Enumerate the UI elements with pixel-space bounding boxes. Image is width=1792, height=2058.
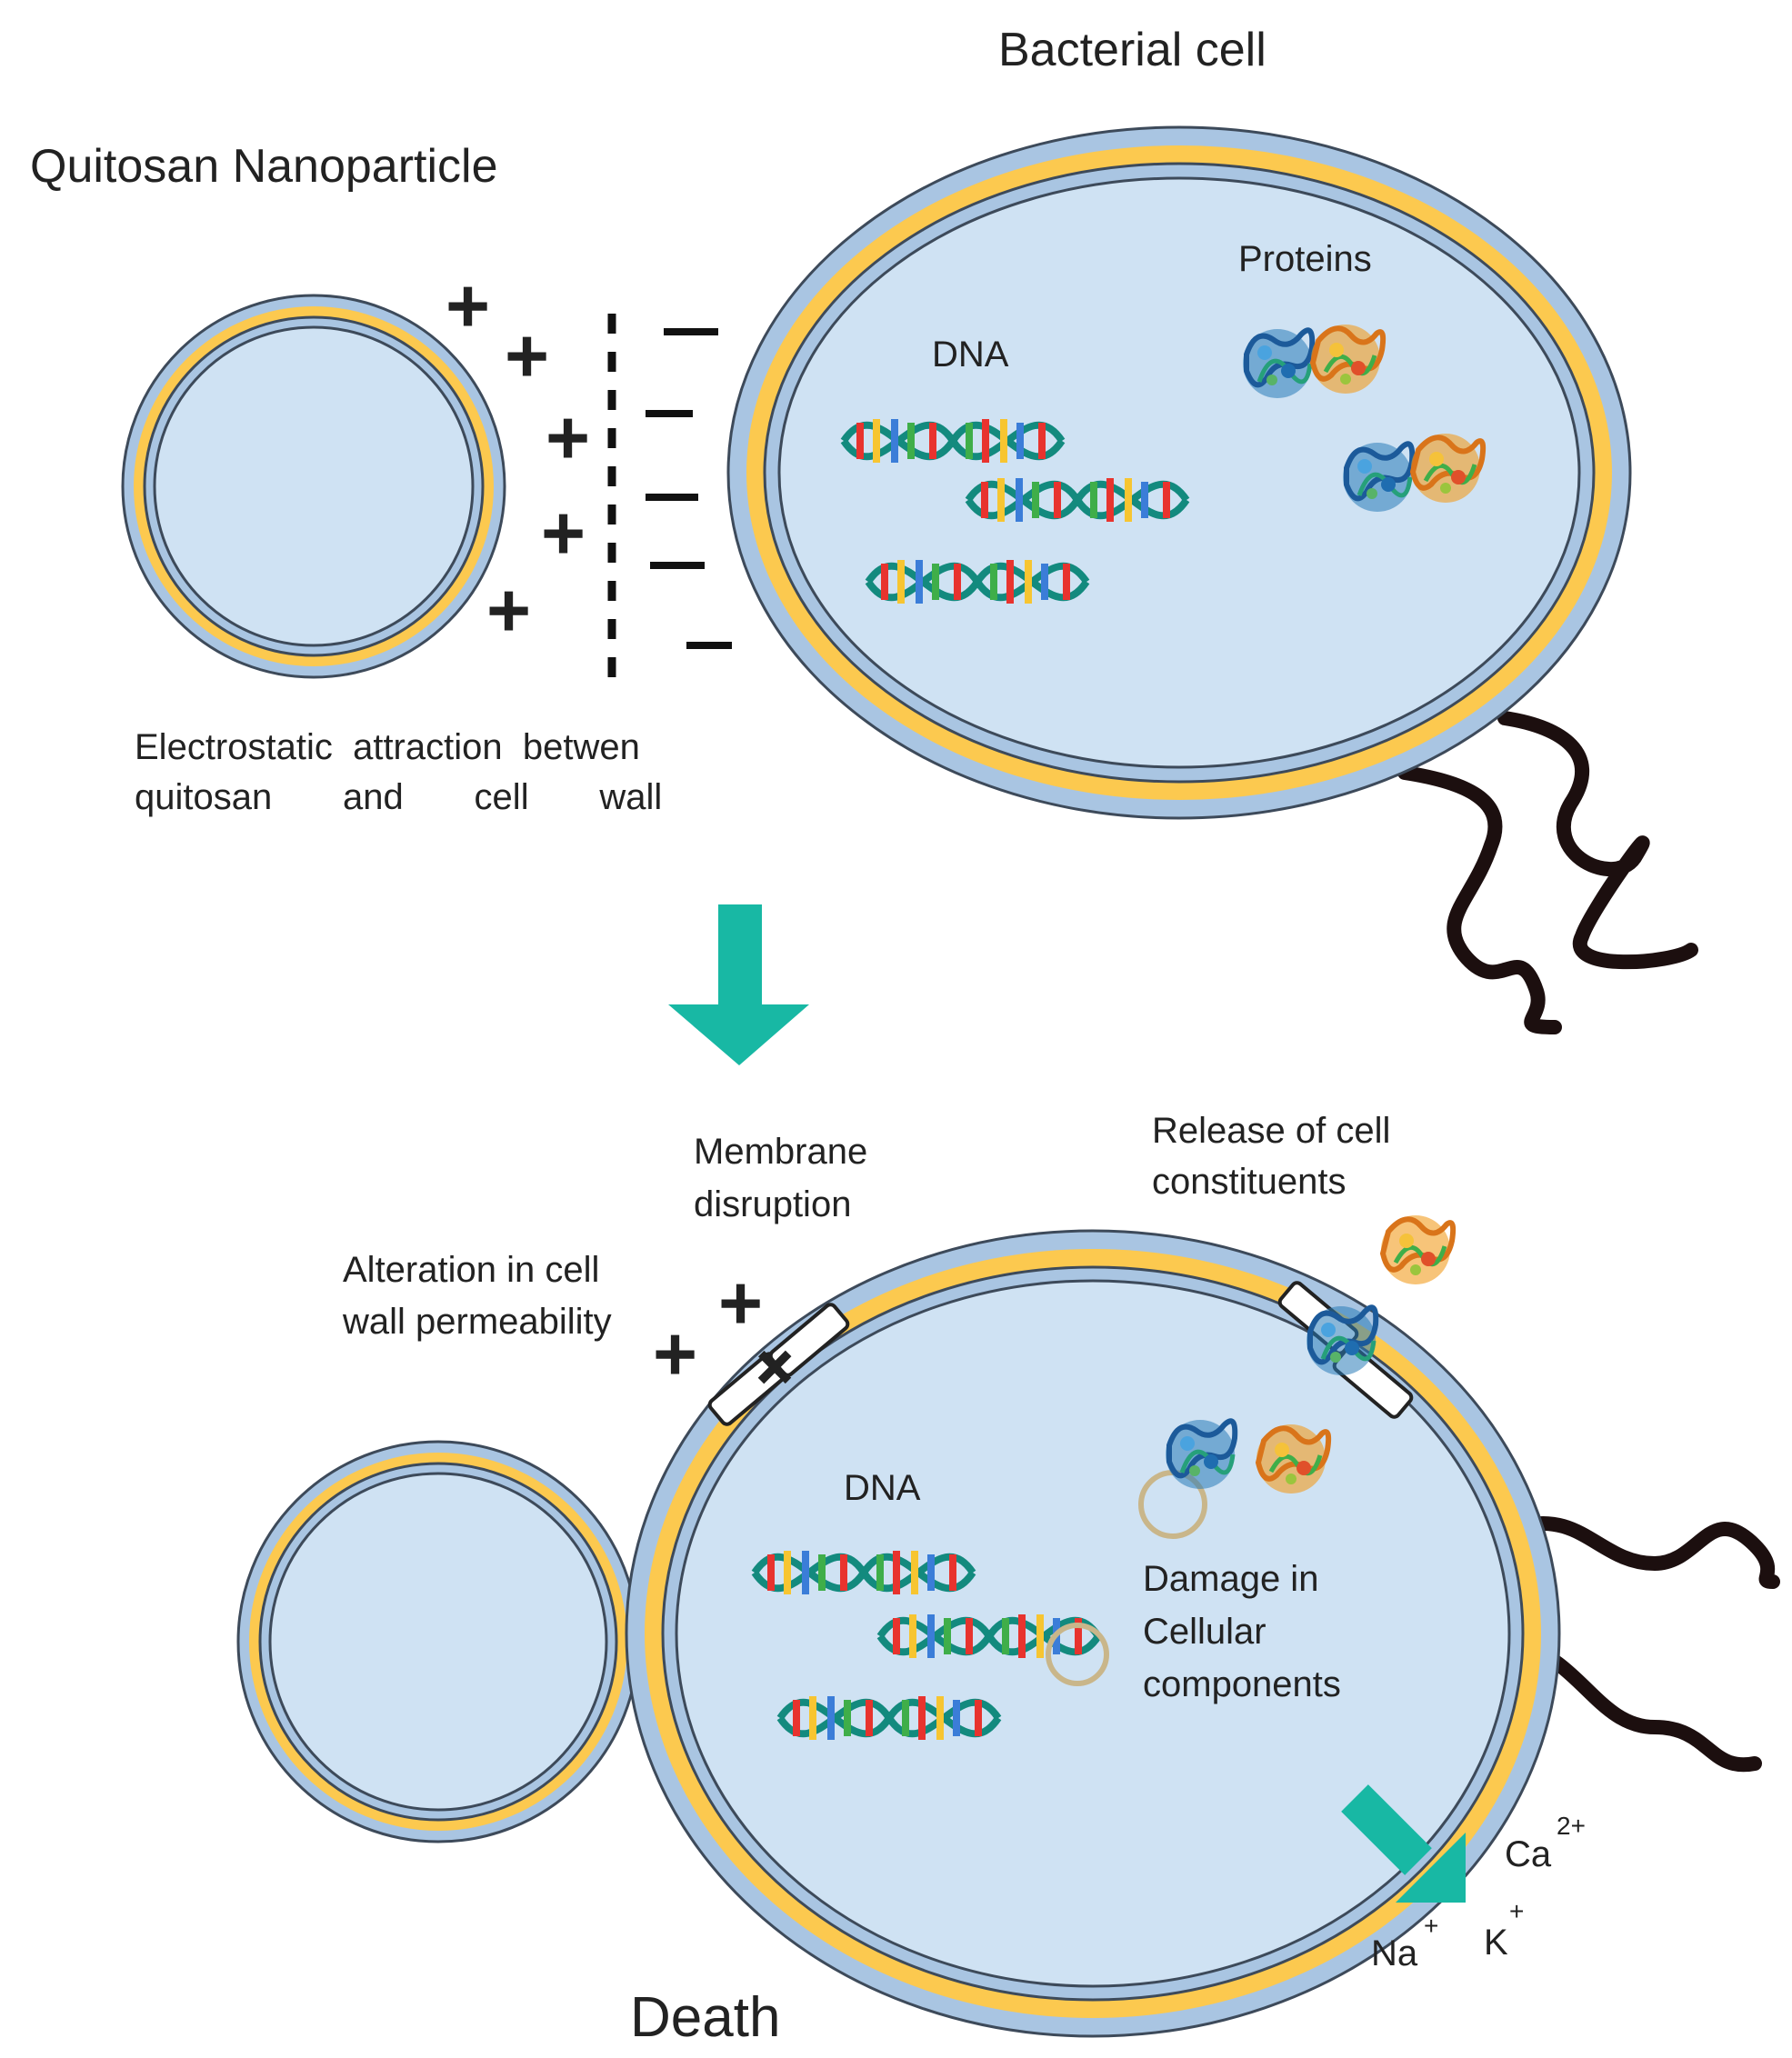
nanoparticle-top xyxy=(121,294,506,679)
positive-charges-bottom: + + + xyxy=(653,1260,821,1413)
potassium-charge: + xyxy=(1509,1897,1524,1925)
nanoparticle-title: Quitosan Nanoparticle xyxy=(30,140,498,193)
flagellum xyxy=(1497,711,1698,970)
positive-charge: + xyxy=(541,490,586,575)
membrane-disruption-line2: disruption xyxy=(694,1184,851,1224)
positive-charges-top: + + + + + xyxy=(445,263,590,653)
ions: Ca 2+ Na + K + xyxy=(1371,1812,1586,1973)
down-arrow xyxy=(668,904,809,1065)
sodium-ion: Na xyxy=(1371,1933,1418,1973)
protein-blue xyxy=(1343,443,1412,512)
positive-charge: + xyxy=(445,263,490,348)
release-line1: Release of cell xyxy=(1152,1111,1390,1151)
death-label: Death xyxy=(630,1986,780,2049)
dna-label-top: DNA xyxy=(932,335,1009,375)
alteration-line2: wall permeability xyxy=(342,1302,612,1342)
protein-orange xyxy=(1381,1215,1453,1284)
positive-charge: + xyxy=(718,1260,763,1345)
protein-blue xyxy=(1166,1420,1235,1489)
damage-line1: Damage in xyxy=(1143,1559,1318,1599)
positive-charge: + xyxy=(505,313,549,398)
flagellum xyxy=(1397,765,1562,1034)
positive-charge: + xyxy=(546,395,590,480)
flagellum xyxy=(1516,1638,1762,1773)
calcium-ion: Ca xyxy=(1505,1834,1552,1874)
membrane-pore xyxy=(768,1303,850,1377)
dna-label-bottom: DNA xyxy=(844,1468,921,1508)
positive-charge: + xyxy=(486,567,531,653)
alteration-line1: Alteration in cell xyxy=(343,1250,599,1290)
calcium-charge: 2+ xyxy=(1557,1812,1586,1840)
sodium-charge: + xyxy=(1424,1912,1438,1940)
damage-line2: Cellular xyxy=(1143,1612,1266,1652)
proteins-label: Proteins xyxy=(1238,239,1372,279)
release-line2: constituents xyxy=(1152,1162,1346,1202)
nanoparticle-bottom xyxy=(236,1440,640,1843)
attraction-caption-line2: quitosan and cell wall xyxy=(135,777,662,817)
potassium-ion: K xyxy=(1484,1923,1508,1963)
attraction-caption-line1: Electrostatic attraction betwen xyxy=(135,727,640,767)
negative-charges-top xyxy=(646,328,732,649)
flagellum xyxy=(1511,1515,1780,1589)
membrane-disruption-line1: Membrane xyxy=(694,1132,867,1172)
bacterial-cell-top xyxy=(726,125,1698,1034)
bacterial-cell-title: Bacterial cell xyxy=(998,24,1266,76)
damage-line3: components xyxy=(1143,1664,1341,1704)
protein-blue xyxy=(1306,1306,1376,1375)
positive-charge: + xyxy=(653,1311,697,1396)
protein-blue xyxy=(1243,329,1312,398)
efflux-arrow xyxy=(1341,1784,1466,1903)
